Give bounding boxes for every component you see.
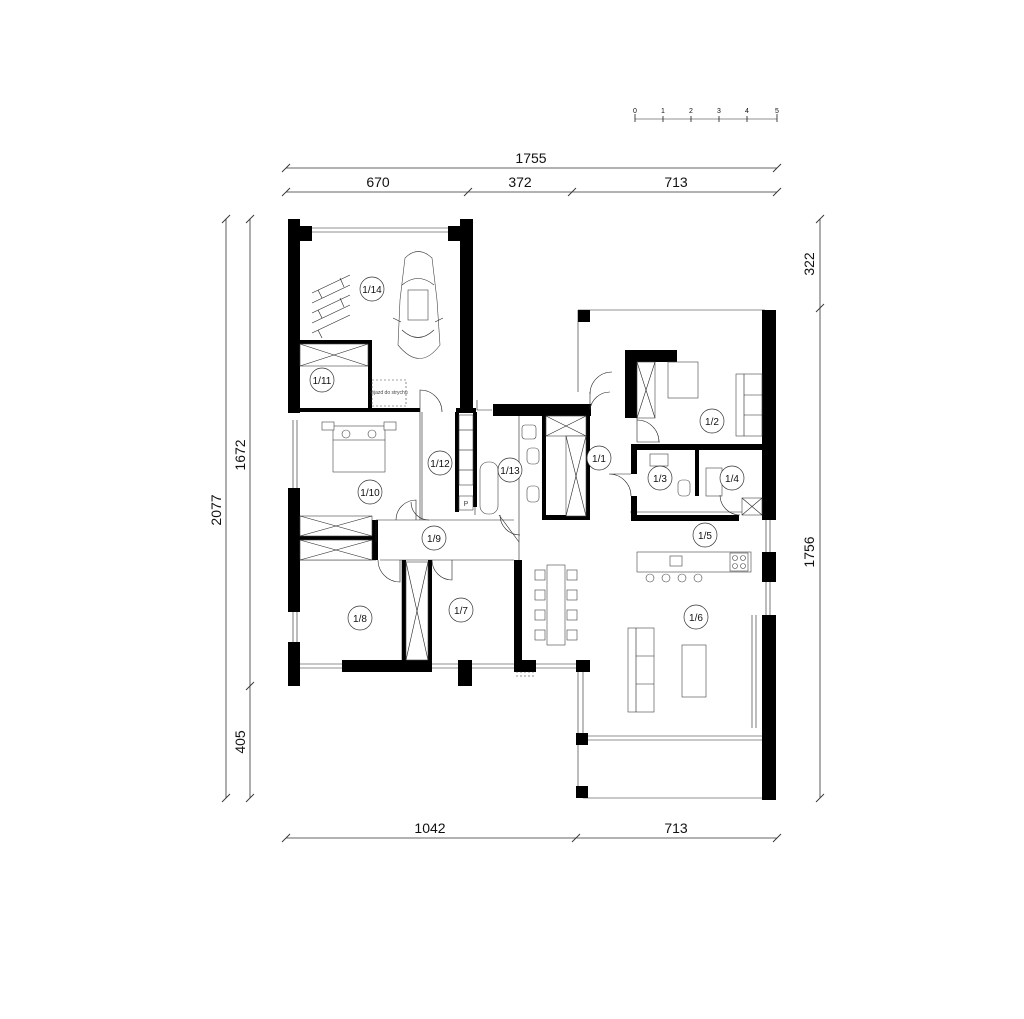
room-1-3: 1/3: [647, 465, 673, 491]
doors: [375, 371, 741, 583]
scale-tick-0: 0: [633, 108, 637, 115]
room-1-4: 1/4: [719, 465, 745, 491]
washbasin-icon: [521, 424, 537, 440]
svg-text:1/4: 1/4: [725, 474, 739, 485]
dim-right-lower: 1756: [801, 536, 817, 567]
bed-icon: [321, 421, 397, 473]
scale-tick-3: 3: [717, 108, 721, 115]
dim-bottom-seg-2: 713: [664, 820, 688, 836]
sofa-icon: [735, 373, 763, 437]
walls: [288, 219, 776, 800]
toilet-icon: [526, 485, 540, 503]
bathtub-icon: [479, 461, 499, 515]
dim-bottom-seg-1: 1042: [414, 820, 445, 836]
sink-icon: [669, 555, 683, 567]
thin-outlines: [292, 227, 771, 799]
dim-left-total: 2077: [208, 494, 224, 525]
svg-text:1/13: 1/13: [500, 466, 520, 477]
room-1-11: 1/11: [309, 367, 335, 393]
room-1-8: 1/8: [347, 605, 373, 631]
svg-text:1/8: 1/8: [353, 614, 367, 625]
svg-text:1/1: 1/1: [592, 454, 606, 465]
scale-tick-4: 4: [745, 108, 749, 115]
dim-left-upper: 1672: [232, 439, 248, 470]
closets: [299, 343, 763, 661]
dim-top-seg-3: 713: [664, 174, 688, 190]
svg-text:1/10: 1/10: [360, 488, 380, 499]
svg-text:1/3: 1/3: [653, 474, 667, 485]
toilet-icon: [526, 447, 540, 465]
kitchen-island: [636, 551, 752, 583]
room-1-12: 1/12: [427, 450, 453, 476]
bicycle-rack-icon: [311, 274, 351, 339]
room-1-5: 1/5: [692, 522, 718, 548]
dim-right-upper: 322: [801, 252, 817, 276]
svg-text:1/12: 1/12: [430, 459, 450, 470]
room-1-6: 1/6: [683, 604, 709, 630]
washbasin-icon: [649, 453, 669, 467]
svg-text:1/11: 1/11: [313, 376, 332, 387]
room-labels: 1/1 1/2 1/3 1/4 1/5 1/6 1/7 1/8 1/9 1/10…: [309, 276, 745, 631]
room-1-1: 1/1: [586, 445, 612, 471]
room-1-7: 1/7: [448, 597, 474, 623]
coffee-table: [681, 644, 707, 698]
boiler-icon: [705, 467, 723, 497]
cooktop-icon: [729, 552, 749, 572]
dining-table: [534, 564, 578, 646]
attic-hatch-label: wjazd do strychu: [370, 390, 407, 396]
svg-text:1/2: 1/2: [705, 417, 719, 428]
svg-text:1/14: 1/14: [362, 285, 382, 296]
room-1-10: 1/10: [357, 479, 383, 505]
dimension-lines: 1755 670 372 713 2077 1672 405 322 1756: [208, 150, 825, 843]
room-1-9: 1/9: [421, 525, 447, 551]
car-icon: [392, 251, 444, 359]
dim-top-seg-2: 372: [508, 174, 532, 190]
scale-tick-5: 5: [775, 108, 779, 115]
scale-tick-2: 2: [689, 108, 693, 115]
room-1-13: 1/13: [497, 457, 523, 483]
p-mark: P: [464, 501, 469, 508]
scale-tick-1: 1: [661, 108, 665, 115]
dim-top-total: 1755: [515, 150, 546, 166]
svg-text:1/6: 1/6: [689, 613, 703, 624]
svg-text:1/9: 1/9: [427, 534, 441, 545]
desk-icon: [667, 361, 699, 399]
room-1-14: 1/14: [359, 276, 385, 302]
furniture: wjazd do strychu: [299, 251, 763, 713]
attic-hatch: [371, 379, 407, 407]
dim-left-lower: 405: [232, 730, 248, 754]
living-sofa: [627, 627, 655, 713]
dim-top-seg-1: 670: [366, 174, 390, 190]
svg-text:1/7: 1/7: [454, 606, 468, 617]
scale-bar: 0 1 2 3 4 5: [633, 108, 779, 122]
svg-text:1/5: 1/5: [698, 531, 712, 542]
toilet-icon: [677, 479, 691, 497]
room-1-2: 1/2: [699, 408, 725, 434]
